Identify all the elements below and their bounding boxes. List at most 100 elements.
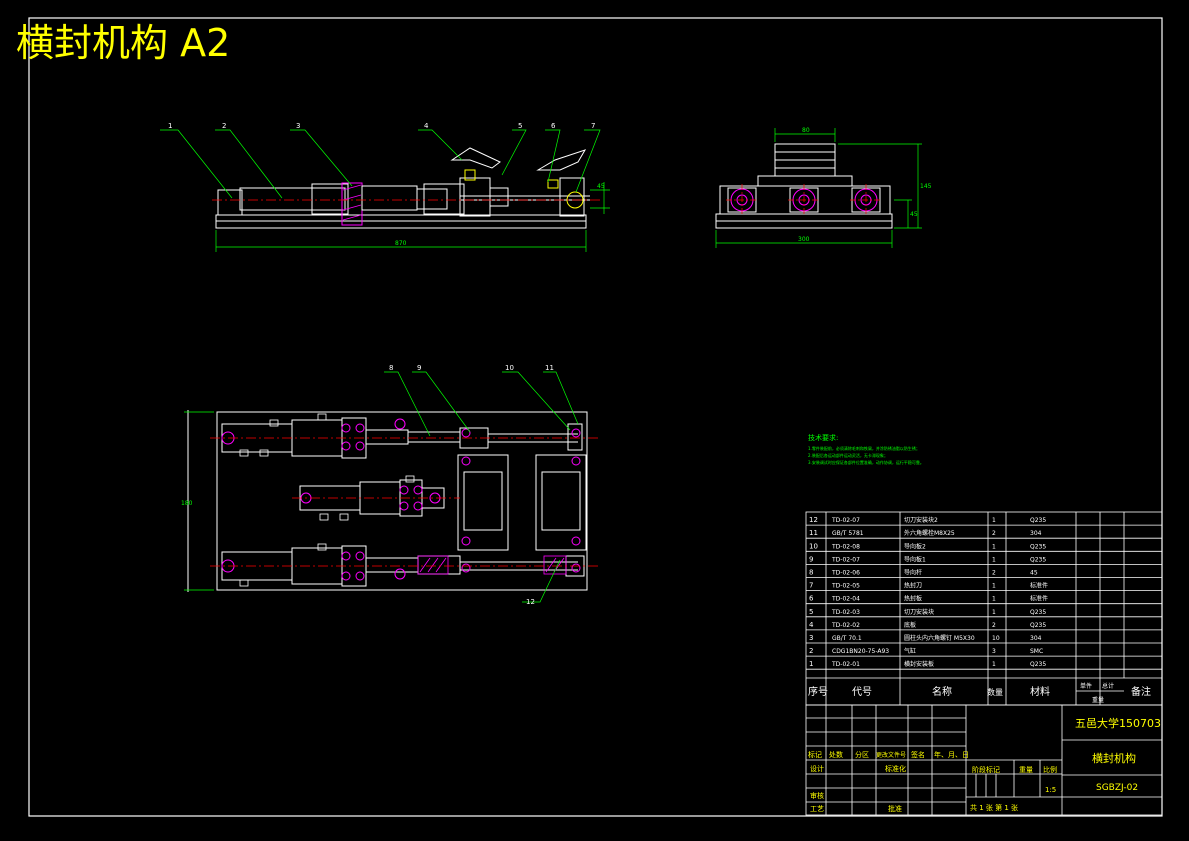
bom-cell: 导向杆 xyxy=(904,569,922,577)
bom-header-name: 名称 xyxy=(932,685,952,698)
balloon-6: 6 xyxy=(551,122,556,130)
front-handle-left xyxy=(450,147,501,169)
bom-cell: Q235 xyxy=(1030,609,1046,616)
bom-cell: 10 xyxy=(809,542,818,550)
top-leaders xyxy=(384,371,579,603)
front-dimension xyxy=(215,182,610,252)
bom-cell: 1 xyxy=(992,543,996,550)
bom-cell: 304 xyxy=(1030,530,1042,537)
bom-cell: 3 xyxy=(992,648,996,655)
bom-cell: TD-02-07 xyxy=(831,517,860,524)
bom-cell: GB/T 70.1 xyxy=(832,635,862,642)
balloon-3: 3 xyxy=(296,122,300,130)
bom-cell: 热封刀 xyxy=(904,582,922,590)
top-height-dim: 180 xyxy=(181,500,193,507)
bom-cell: GB/T 5781 xyxy=(832,530,864,537)
tech-note-line: 2.装配后各运动部件运动灵活，无卡滞现象； xyxy=(808,452,888,458)
bom-cell: 标准件 xyxy=(1030,595,1048,603)
process-label: 工艺 xyxy=(810,805,824,813)
bom-cell: 切刀安装块 xyxy=(904,608,934,616)
bom-cell: TD-02-05 xyxy=(831,583,860,590)
bom-cell: TD-02-02 xyxy=(831,622,860,629)
stage-mark-label: 阶段标记 xyxy=(972,765,1000,774)
bom-cell: 圆柱头内六角螺钉 M5X30 xyxy=(904,634,975,642)
bom-cell: 1 xyxy=(809,660,813,668)
bom-cell: 2 xyxy=(809,647,813,655)
bom-header-qty: 数量 xyxy=(987,687,1003,697)
revision-label: 更改文件号 xyxy=(876,751,906,759)
bom-cell: Q235 xyxy=(1030,661,1046,668)
front-right-block xyxy=(559,177,585,217)
drawing-frame xyxy=(28,17,1163,817)
bom-cell: 2 xyxy=(992,570,996,577)
bom-cell: 45 xyxy=(1030,570,1038,577)
revision-label: 分区 xyxy=(855,750,869,759)
revision-label: 标记 xyxy=(808,750,822,759)
bom-cell: 切刀安装块2 xyxy=(904,516,938,524)
bom-cell: TD-02-08 xyxy=(831,543,860,550)
design-label: 设计 xyxy=(810,764,824,773)
weight-label: 重量 xyxy=(1019,766,1033,774)
bom-cell: 9 xyxy=(809,555,813,563)
review-label: 审核 xyxy=(810,791,824,800)
front-hatch xyxy=(342,184,362,221)
bom-cell: 12 xyxy=(809,516,818,524)
bom-cell: 横封安装板 xyxy=(904,660,934,668)
bom-cell: 3 xyxy=(809,634,813,642)
bom-header-material: 材料 xyxy=(1030,685,1050,698)
bom-cell: SMC xyxy=(1030,648,1043,655)
bom-cell: 304 xyxy=(1030,635,1042,642)
revision-label: 处数 xyxy=(829,750,843,759)
sheet-info: 共 1 张 第 1 张 xyxy=(970,803,1018,812)
bom-cell: TD-02-06 xyxy=(831,570,860,577)
balloon-11: 11 xyxy=(545,364,554,372)
approve-label: 批准 xyxy=(888,804,902,813)
front-height-dim: 45 xyxy=(597,183,605,190)
standardize-label: 标准化 xyxy=(885,764,906,773)
top-fittings xyxy=(239,413,415,587)
bom-cell: 1 xyxy=(992,661,996,668)
top-guide-plate-left xyxy=(457,454,509,551)
bom-cell: 1 xyxy=(992,596,996,603)
balloon-8: 8 xyxy=(389,364,393,372)
front-left-block xyxy=(217,189,243,216)
bom-header-code: 代号 xyxy=(852,686,872,698)
front-length-dim: 870 xyxy=(395,240,407,247)
bom-cell: 5 xyxy=(809,608,813,616)
front-handle-right xyxy=(536,149,587,171)
bom-cell: 2 xyxy=(992,530,996,537)
side-width-dim: 300 xyxy=(798,236,810,243)
bom-cell: Q235 xyxy=(1030,556,1046,563)
balloon-9: 9 xyxy=(417,364,421,372)
bom-cell: 8 xyxy=(809,569,813,577)
bom-header-remarks: 备注 xyxy=(1131,685,1151,698)
bom-cell: 6 xyxy=(809,595,814,603)
part-name: 横封机构 xyxy=(1092,751,1136,765)
bom-cell: Q235 xyxy=(1030,622,1046,629)
bom-cell: TD-02-07 xyxy=(831,556,860,563)
bom-header-unit: 单件 xyxy=(1080,682,1092,690)
top-centerlines xyxy=(210,437,600,567)
front-leaders xyxy=(160,129,601,199)
bom-cell: 热封板 xyxy=(904,595,922,603)
revision-label: 年、月、日 xyxy=(934,750,969,759)
drawing-number: SGBZJ-02 xyxy=(1096,783,1138,793)
revision-label: 签名 xyxy=(911,750,925,759)
scale-value: 1:5 xyxy=(1045,786,1056,794)
bom-cell: 4 xyxy=(809,621,814,629)
tech-note-line: 3.安装调试时应保证各部件位置准确，动作协调，运行平稳可靠。 xyxy=(808,459,924,465)
balloon-12: 12 xyxy=(526,598,535,606)
balloon-5: 5 xyxy=(518,122,522,130)
top-guide-plate-right xyxy=(535,454,587,551)
bom-cell: Q235 xyxy=(1030,517,1046,524)
side-small-dim: 45 xyxy=(910,211,918,218)
side-dimension xyxy=(715,128,922,248)
bom-header: 序号 代号 名称 数量 材料 单件 总计 重量 备注 xyxy=(808,682,1151,704)
bom-header-mass: 重量 xyxy=(1092,696,1104,704)
tech-note-line: 1.零件装配前，必须清除毛刺和铁屑，并涂防锈油脂以防生锈； xyxy=(808,445,920,451)
school-name: 五邑大学150703 xyxy=(1075,716,1161,730)
bom-cell: 标准件 xyxy=(1030,582,1048,590)
front-cylinder-body xyxy=(239,187,346,211)
